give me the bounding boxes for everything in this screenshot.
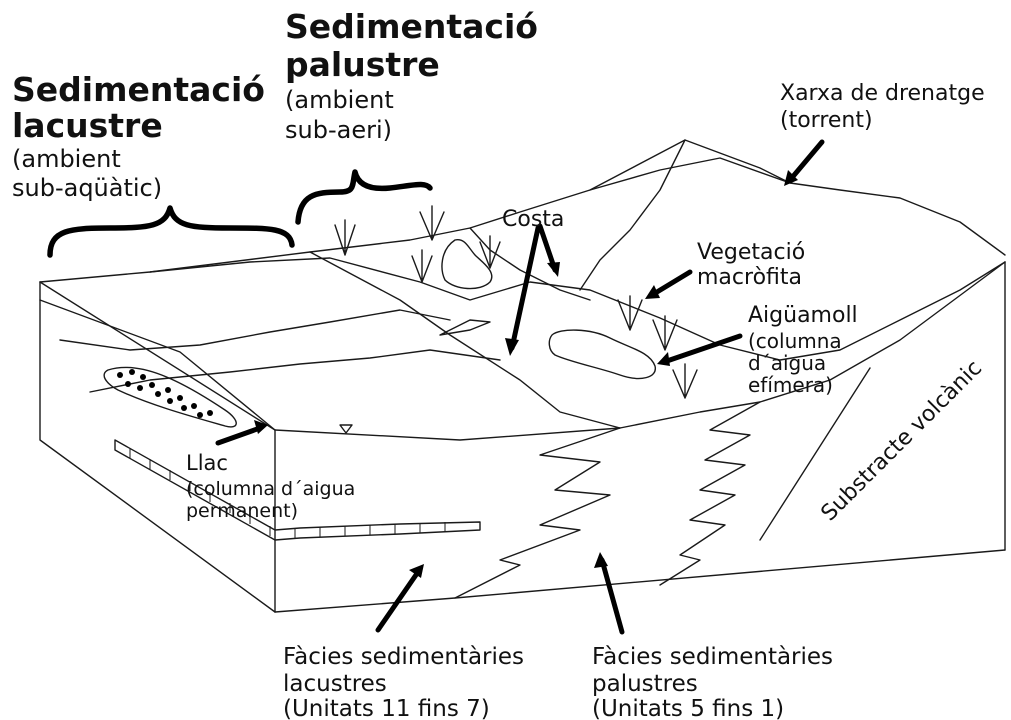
- label-aiguamoll-3: d´aigua: [748, 351, 826, 375]
- label-facies-lacustres: Fàcies sedimentàries lacustres (Unitats …: [283, 644, 524, 720]
- sub-lacustre-2: sub-aqüàtic): [12, 174, 162, 202]
- water-level-marker: [340, 425, 352, 433]
- facies-lacustres-3: (Unitats 11 fins 7): [283, 696, 490, 720]
- facies-lacustres-1: Fàcies sedimentàries: [283, 644, 524, 670]
- sub-palustre-1: (ambient: [285, 86, 394, 114]
- facies-boundaries: [455, 402, 760, 598]
- arrow-llac: [218, 428, 260, 443]
- title-palustre-2: palustre: [285, 45, 440, 84]
- facies-palustres-1: Fàcies sedimentàries: [592, 644, 833, 670]
- label-drenatge-1: Xarxa de drenatge: [780, 81, 985, 106]
- facies-palustres-3: (Unitats 5 fins 1): [592, 696, 784, 720]
- label-costa: Costa: [502, 207, 564, 232]
- title-lacustre-2: lacustre: [12, 106, 163, 145]
- brace-palustre: [298, 172, 430, 222]
- arrow-drenatge: [790, 142, 822, 180]
- facies-lacustres-2: lacustres: [283, 671, 387, 697]
- arrow-costa-1: [512, 228, 538, 348]
- vegetation-tufts: [335, 206, 697, 398]
- arrow-facies-palustres: [602, 560, 622, 632]
- label-aiguamoll-1: Aigüamoll: [748, 303, 858, 328]
- label-aiguamoll-4: efímera): [748, 373, 833, 397]
- brace-lacustre: [50, 208, 292, 255]
- label-llac-2: (columna d´aigua: [186, 478, 355, 500]
- label-palustre: Sedimentació palustre (ambient sub-aeri): [285, 7, 538, 144]
- sub-lacustre-1: (ambient: [12, 145, 121, 173]
- facies-palustres-2: palustres: [592, 671, 698, 697]
- label-substracte: Substracte volcànic: [817, 356, 987, 526]
- title-palustre-1: Sedimentació: [285, 7, 538, 46]
- arrow-vegetacio: [652, 272, 690, 295]
- label-llac-1: Llac: [186, 451, 228, 475]
- arrow-aiguamoll: [664, 336, 740, 362]
- sub-palustre-2: sub-aeri): [285, 116, 392, 144]
- lake-deposit-lens: [104, 367, 236, 427]
- label-facies-palustres: Fàcies sedimentàries palustres (Unitats …: [592, 644, 833, 720]
- label-aiguamoll-2: (columna: [748, 329, 842, 353]
- label-vegetacio-1: Vegetació: [697, 240, 805, 265]
- title-lacustre-1: Sedimentació: [12, 70, 265, 109]
- label-drenatge-2: (torrent): [780, 108, 873, 133]
- label-lacustre: Sedimentació lacustre (ambient sub-aqüàt…: [12, 70, 265, 202]
- label-vegetacio-2: macròfita: [697, 265, 802, 290]
- label-llac-3: permanent): [186, 500, 298, 522]
